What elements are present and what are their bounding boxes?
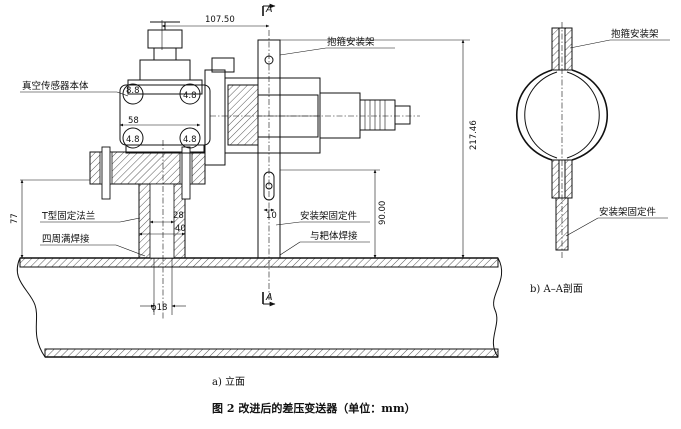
bolt-mark-2: 4.8 [126, 135, 140, 145]
dim-phi18: ϕ18 [151, 303, 167, 313]
section-mark-bottom: A [265, 292, 273, 303]
figure-caption: 图 2 改进后的差压变送器（单位：mm） [212, 401, 416, 415]
label-weld-target: 与耙体焊接 [310, 230, 358, 242]
section-b-drawing: 抱箍安装架 安装架固定件 [516, 22, 670, 260]
dim-217-46: 217.46 [469, 120, 479, 150]
transmitter-head [204, 57, 420, 166]
bolt-mark-1: 8.8 [126, 86, 140, 96]
bolt-mark-3: 4.8 [183, 91, 197, 101]
dimension-lines: 107.50 217.46 77 58 28 40 10 90.00 ϕ18 [10, 15, 479, 315]
label-t-flange: T型固定法兰 [41, 210, 95, 222]
dim-10: 10 [266, 211, 277, 221]
caption-sub-a: a) 立面 [212, 375, 245, 388]
dim-40: 40 [175, 224, 186, 234]
t-flange [89, 140, 206, 320]
label-sensor-body: 真空传感器本体 [22, 80, 89, 92]
bolt-mark-4: 4.8 [183, 135, 197, 145]
section-markers: A A [262, 3, 276, 307]
sensor-body: 8.8 4.8 4.8 4.8 [119, 21, 211, 154]
dim-90-00: 90.00 [378, 201, 388, 225]
dim-107-50: 107.50 [205, 15, 235, 25]
caption-sub-b: b) A–A剖面 [530, 282, 583, 295]
dim-28: 28 [173, 211, 184, 221]
label-bracket-fixing: 安装架固定件 [300, 210, 358, 222]
dim-58: 58 [128, 116, 139, 126]
section-mark-top: A [265, 4, 273, 15]
callouts-a: 抱箍安装架 真空传感器本体 T型固定法兰 四周满焊接 安装架固定件 与耙体焊接 [20, 36, 395, 257]
mounting-bracket [257, 30, 281, 300]
label-clamp-bracket-b: 抱箍安装架 [611, 28, 659, 40]
label-bracket-fixing-b: 安装架固定件 [599, 206, 657, 218]
dim-77: 77 [10, 213, 20, 224]
pipe-body [16, 257, 503, 358]
label-clamp-bracket: 抱箍安装架 [327, 36, 375, 48]
thread-hatch [364, 100, 386, 130]
label-weld-around: 四周满焊接 [42, 233, 90, 245]
